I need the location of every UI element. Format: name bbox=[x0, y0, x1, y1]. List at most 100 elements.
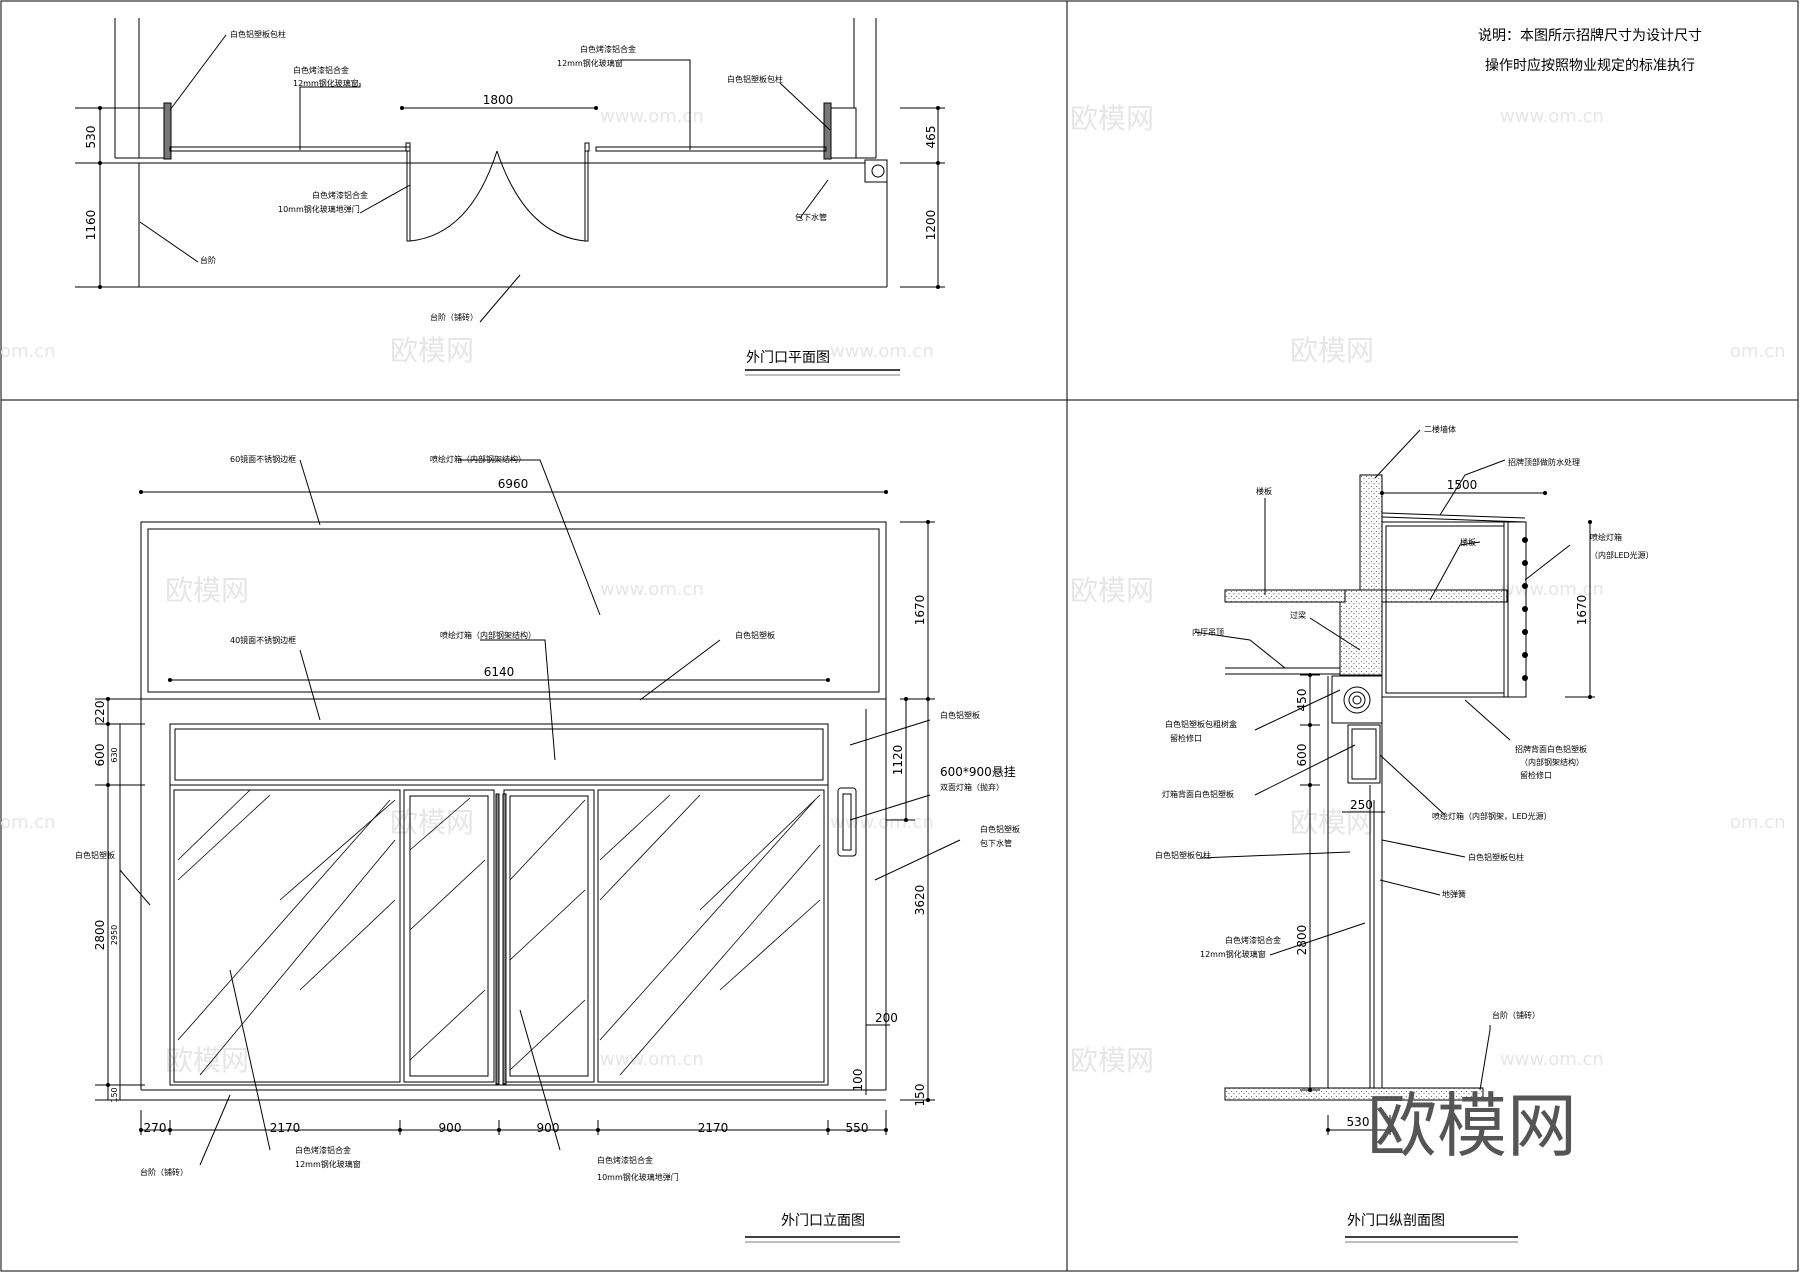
label-door-frame: 白色烤漆铝合金 bbox=[597, 1155, 653, 1165]
label-frame: 白色烤漆铝合金 bbox=[293, 65, 349, 75]
label-sign-back: 招牌背面白色铝塑板 bbox=[1515, 744, 1587, 754]
plan-title: 外门口平面图 bbox=[746, 350, 830, 366]
label-steel-frame-40: 40镜面不锈钢边框 bbox=[230, 635, 296, 645]
brand-logo: 欧模网 bbox=[1367, 1085, 1577, 1167]
elevation-text: 6960 6140 1670 3620 1120 200 100 150 220… bbox=[75, 454, 1020, 1243]
watermark-cn: 欧模网 bbox=[165, 574, 249, 607]
plan-view bbox=[75, 18, 945, 323]
label-waterproof: 招牌顶部做防水处理 bbox=[1508, 457, 1580, 467]
label-led-source: （内部LED光源） bbox=[1590, 550, 1654, 560]
label-aluminum-panel: 白色铝塑板 bbox=[940, 710, 980, 720]
dim-600: 600 bbox=[93, 744, 107, 767]
label-floor-slab: 楼板 bbox=[1256, 486, 1272, 496]
watermark-url: om.cn bbox=[1730, 341, 1786, 362]
label-door-glass: 10mm钢化玻璃地弹门 bbox=[597, 1172, 679, 1182]
label-floor-spring: 地弹簧 bbox=[1442, 889, 1466, 899]
label-steel-frame: （内部钢架结构） bbox=[1520, 757, 1584, 767]
watermark-url: www.om.cn bbox=[1500, 1049, 1604, 1070]
watermark-cn: 欧模网 bbox=[1070, 574, 1154, 607]
dim-270: 270 bbox=[144, 1121, 167, 1135]
dim-450: 450 bbox=[1295, 689, 1309, 712]
label-lightbox-back: 灯箱背面白色铝塑板 bbox=[1162, 789, 1234, 799]
elevation-dim-dots bbox=[106, 490, 930, 1132]
dim-530: 530 bbox=[84, 126, 98, 149]
watermark-cn: 欧模网 bbox=[1070, 102, 1154, 135]
label-glass: 12mm钢化玻璃窗 bbox=[557, 58, 623, 68]
label-step-tile: 台阶（铺砖） bbox=[430, 312, 478, 322]
watermark-cn: 欧模网 bbox=[165, 1044, 249, 1077]
watermark-url: om.cn bbox=[1730, 812, 1786, 833]
label-door-glass: 10mm钢化玻璃地弹门 bbox=[278, 204, 360, 214]
label-glass: 12mm钢化玻璃窗 bbox=[293, 78, 359, 88]
watermark-url: www.om.cn bbox=[600, 579, 704, 600]
label-aluminum-panel: 白色铝塑板 bbox=[75, 850, 115, 860]
dim-150-small: 150 bbox=[110, 1087, 119, 1102]
watermark-url: om.cn bbox=[0, 341, 56, 362]
watermarks: 欧模网 www.om.cn www.om.cn 欧模网 www.om.cn om… bbox=[0, 102, 1786, 1077]
label-steel-frame-60: 60镜面不锈钢边框 bbox=[230, 454, 296, 464]
label-step-tile: 台阶（铺砖） bbox=[1492, 1010, 1540, 1020]
watermark-cn: 欧模网 bbox=[1070, 1044, 1154, 1077]
label-wrap-column: 白色铝塑板包柱 bbox=[230, 29, 286, 39]
dim-2170: 2170 bbox=[270, 1121, 301, 1135]
dim-220: 220 bbox=[93, 701, 107, 724]
label-frame: 白色烤漆铝合金 bbox=[1225, 935, 1281, 945]
dim-1800: 1800 bbox=[483, 93, 514, 107]
label-frame: 白色烤漆铝合金 bbox=[580, 44, 636, 54]
section-text: 1500 1670 450 600 250 2800 530 二楼墙体 招牌顶部… bbox=[1155, 424, 1654, 1243]
watermark-url: www.om.cn bbox=[600, 106, 704, 127]
dim-2950: 2950 bbox=[110, 925, 119, 945]
dim-250: 250 bbox=[1350, 798, 1373, 812]
elevation-title: 外门口立面图 bbox=[781, 1213, 865, 1229]
dim-630: 630 bbox=[110, 747, 119, 762]
label-pipe-box: 白色铝塑板包粗树盒 bbox=[1165, 719, 1237, 729]
plan-text: 530 1160 1800 465 1200 白色铝塑板包柱 白色烤漆铝合金 1… bbox=[84, 29, 938, 376]
watermark-url: om.cn bbox=[0, 812, 56, 833]
section-view bbox=[1194, 429, 1595, 1135]
label-drain: 包下水管 bbox=[795, 212, 827, 222]
dim-1500: 1500 bbox=[1447, 478, 1478, 492]
plan-dim-dots bbox=[98, 106, 940, 289]
dim-1200: 1200 bbox=[924, 210, 938, 241]
dim-150: 150 bbox=[913, 1084, 927, 1107]
label-frame: 白色烤漆铝合金 bbox=[295, 1145, 351, 1155]
label-glass: 12mm钢化玻璃窗 bbox=[1200, 949, 1266, 959]
label-aluminum-panel: 白色铝塑板 bbox=[735, 630, 775, 640]
watermark-cn: 欧模网 bbox=[390, 334, 474, 367]
dim-6960: 6960 bbox=[498, 477, 529, 491]
dim-465: 465 bbox=[924, 126, 938, 149]
dim-6140: 6140 bbox=[484, 665, 515, 679]
watermark-cn: 欧模网 bbox=[1290, 334, 1374, 367]
label-lintel: 过梁 bbox=[1290, 610, 1306, 620]
dim-1120: 1120 bbox=[891, 745, 905, 776]
section-title: 外门口纵剖面图 bbox=[1347, 1213, 1445, 1229]
dim-1670: 1670 bbox=[1575, 595, 1589, 626]
label-lightbox: 喷绘灯箱 bbox=[1590, 532, 1622, 542]
label-lightbox: 喷绘灯箱（内部钢架结构） bbox=[440, 630, 536, 640]
label-door-frame: 白色烤漆铝合金 bbox=[312, 190, 368, 200]
elevation-view bbox=[95, 459, 961, 1166]
label-access-port: 留检修口 bbox=[1170, 733, 1202, 743]
label-step-tile: 台阶（铺砖） bbox=[140, 1167, 188, 1177]
watermark-url: www.om.cn bbox=[830, 341, 934, 362]
label-double-lightbox: 双面灯箱（抛弃） bbox=[940, 782, 1004, 792]
dim-1160: 1160 bbox=[84, 210, 98, 241]
label-lightbox-led: 喷绘灯箱（内部钢架，LED光源） bbox=[1432, 811, 1552, 821]
watermark-url: www.om.cn bbox=[830, 812, 934, 833]
label-wrap-column: 白色铝塑板包柱 bbox=[1468, 852, 1524, 862]
dim-1670: 1670 bbox=[913, 595, 927, 626]
note-line-1: 说明：本图所示招牌尺寸为设计尺寸 bbox=[1478, 27, 1702, 44]
dim-100: 100 bbox=[851, 1069, 865, 1092]
dim-200: 200 bbox=[875, 1011, 898, 1025]
watermark-url: www.om.cn bbox=[600, 1049, 704, 1070]
label-wrap-column: 白色铝塑板包柱 bbox=[727, 74, 783, 84]
label-access-port: 留检修口 bbox=[1520, 770, 1552, 780]
note-line-2: 操作时应按照物业规定的标准执行 bbox=[1485, 57, 1695, 74]
dim-550: 550 bbox=[846, 1121, 869, 1135]
watermark-cn: 欧模网 bbox=[390, 806, 474, 839]
label-sign-size: 600*900悬挂 bbox=[940, 765, 1016, 779]
dim-2170: 2170 bbox=[698, 1121, 729, 1135]
dim-3620: 3620 bbox=[913, 885, 927, 916]
